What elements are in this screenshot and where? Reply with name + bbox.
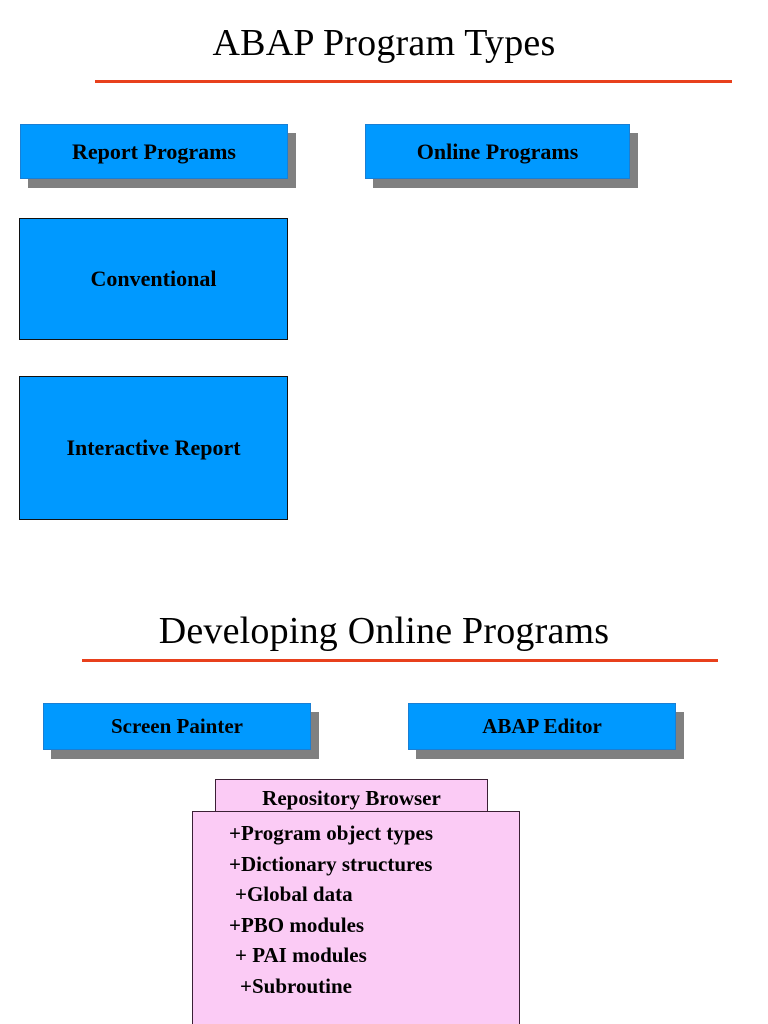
box-interactive-report[interactable]: Interactive Report <box>19 376 288 520</box>
box-screen-painter[interactable]: Screen Painter <box>43 703 311 750</box>
repository-browser-panel: +Program object types +Dictionary struct… <box>192 811 520 1024</box>
list-item[interactable]: +Global data <box>235 882 353 906</box>
box-online-programs[interactable]: Online Programs <box>365 124 630 179</box>
repository-browser-list: +Program object types +Dictionary struct… <box>193 818 519 1001</box>
box-conventional[interactable]: Conventional <box>19 218 288 340</box>
list-item[interactable]: +PBO modules <box>229 912 365 937</box>
box-abap-editor[interactable]: ABAP Editor <box>408 703 676 750</box>
list-item[interactable]: +Program object types <box>229 821 434 845</box>
list-item[interactable]: +Subroutine <box>240 973 352 998</box>
box-report-programs[interactable]: Report Programs <box>20 124 288 179</box>
list-item[interactable]: +Dictionary structures <box>229 851 433 876</box>
title-divider-rule-bottom <box>82 659 718 662</box>
list-item[interactable]: + PAI modules <box>235 943 367 967</box>
page-title-developing-online-programs: Developing Online Programs <box>158 610 610 652</box>
title-divider-rule-top <box>95 80 732 83</box>
page-title-program-types: ABAP Program Types <box>212 22 556 64</box>
